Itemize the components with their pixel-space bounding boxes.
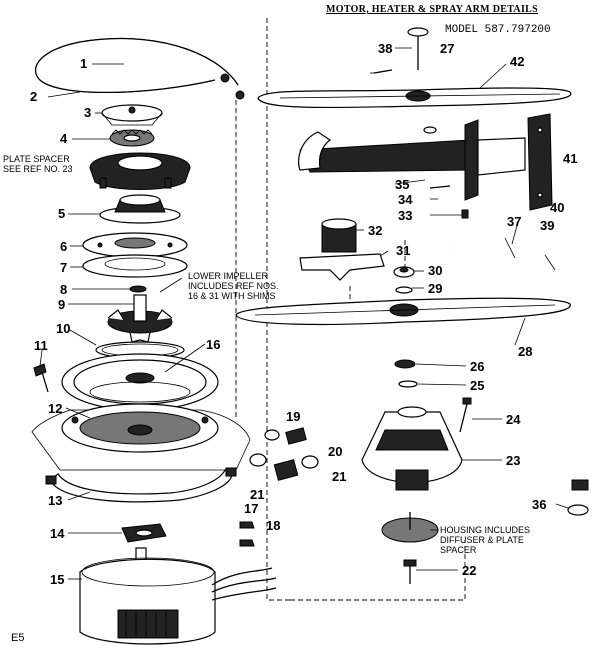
- part-23-pump-housing: [361, 406, 463, 491]
- callout-18: 18: [266, 518, 281, 533]
- part-16-pump-ring: [61, 353, 219, 411]
- callout-4: 4: [60, 131, 68, 146]
- part-9-lower-impeller: [107, 294, 173, 343]
- callout-6: 6: [60, 239, 68, 254]
- part-35-upper-spray-tube: [297, 126, 471, 173]
- housing-note-line-3: SPACER: [440, 545, 477, 555]
- part-22-screw: [403, 559, 417, 584]
- callout-23: 23: [506, 453, 521, 468]
- callout-21-left: 21: [250, 487, 265, 502]
- assembly-guide-lines: [235, 18, 466, 601]
- model-number: MODEL 587.797200: [445, 24, 551, 36]
- part-14-seal: [121, 523, 167, 543]
- callout-32: 32: [368, 223, 383, 238]
- part-8-washer: [129, 285, 147, 293]
- part-36-seal-ring: [567, 504, 589, 516]
- callout-12: 12: [48, 401, 63, 416]
- callout-27: 27: [440, 41, 455, 56]
- callout-28: 28: [518, 344, 533, 359]
- callout-34: 34: [398, 192, 413, 207]
- part-5-hub: [99, 194, 181, 224]
- part-4-gear: [109, 129, 155, 147]
- part-6-plate: [82, 232, 188, 258]
- part-42-upper-spray-arm: [257, 87, 572, 109]
- callout-8: 8: [60, 282, 68, 297]
- callout-33: 33: [398, 208, 413, 223]
- callout-42: 42: [510, 54, 525, 69]
- lower-impeller-note-line-2: INCLUDES REF NOS.: [188, 281, 279, 291]
- callout-3: 3: [84, 105, 92, 120]
- part-11-screw: [33, 363, 49, 393]
- callout-20: 20: [328, 444, 343, 459]
- page-code: E5: [11, 632, 25, 644]
- leader-lines: [39, 47, 569, 580]
- callout-35: 35: [395, 177, 410, 192]
- part-3-cap: [101, 104, 163, 126]
- callout-38: 38: [378, 41, 393, 56]
- plate-spacer-ring: [89, 152, 191, 190]
- callout-17: 17: [244, 501, 259, 516]
- part-15-motor: [79, 547, 277, 645]
- callout-25: 25: [470, 378, 485, 393]
- part-38-pin: [373, 69, 393, 74]
- part-27-stud: [407, 27, 429, 70]
- parts-19-21-clamps-hose: [249, 427, 319, 481]
- callout-29: 29: [428, 281, 443, 296]
- part-40-bracket: [464, 119, 526, 201]
- callout-10: 10: [56, 321, 71, 336]
- part-13-bracket: [45, 467, 237, 503]
- part-24-bolt: [459, 397, 472, 433]
- part-28-lower-spray-arm: [235, 297, 571, 326]
- callout-2: 2: [30, 89, 38, 104]
- plate-spacer-note-line-1: PLATE SPACER: [3, 154, 70, 164]
- callout-41: 41: [563, 151, 578, 166]
- callout-7: 7: [60, 260, 68, 275]
- callout-21-right: 21: [332, 469, 347, 484]
- callout-14: 14: [50, 526, 65, 541]
- part-26-nut: [394, 359, 416, 369]
- callout-36: 36: [532, 497, 547, 512]
- housing-note-line-2: DIFFUSER & PLATE: [440, 535, 524, 545]
- diagram-title: MOTOR, HEATER & SPRAY ARM DETAILS: [326, 4, 538, 15]
- part-7-gasket: [82, 254, 188, 278]
- lower-impeller-note-line-1: LOWER IMPELLER: [188, 271, 269, 281]
- callout-9: 9: [58, 297, 66, 312]
- callout-31: 31: [396, 243, 411, 258]
- callout-13: 13: [48, 493, 63, 508]
- callout-22: 22: [462, 563, 477, 578]
- callout-11: 11: [34, 338, 48, 353]
- part-37-supply-tube: [450, 237, 589, 491]
- part-29-washer: [395, 286, 413, 294]
- part-12-pump-base: [31, 403, 251, 471]
- callout-37: 37: [507, 214, 522, 229]
- part-17-18-fasteners: [239, 521, 255, 547]
- part-25-washer: [398, 380, 418, 388]
- diffuser-plate: [381, 512, 439, 543]
- part-2-heater-element: [34, 37, 245, 100]
- callout-39: 39: [540, 218, 555, 233]
- callout-26: 26: [470, 359, 485, 374]
- part-33-34-screws: [429, 185, 469, 219]
- callout-24: 24: [506, 412, 521, 427]
- part-39-mount-plate: [527, 113, 553, 211]
- part-31-impeller-blade: [299, 253, 385, 281]
- callout-15: 15: [50, 572, 65, 587]
- callout-16: 16: [206, 337, 221, 352]
- housing-note-line-1: HOUSING INCLUDES: [440, 525, 531, 535]
- callout-40: 40: [550, 200, 565, 215]
- part-30-nut: [393, 266, 415, 278]
- plate-spacer-note-line-2: SEE REF NO. 23: [3, 164, 73, 174]
- callout-1: 1: [80, 56, 88, 71]
- callout-5: 5: [58, 206, 66, 221]
- lower-impeller-note-line-3: 16 & 31 WITH SHIMS: [188, 291, 276, 301]
- callout-19: 19: [286, 409, 301, 424]
- callout-30: 30: [428, 263, 443, 278]
- part-32-bearing: [321, 218, 357, 253]
